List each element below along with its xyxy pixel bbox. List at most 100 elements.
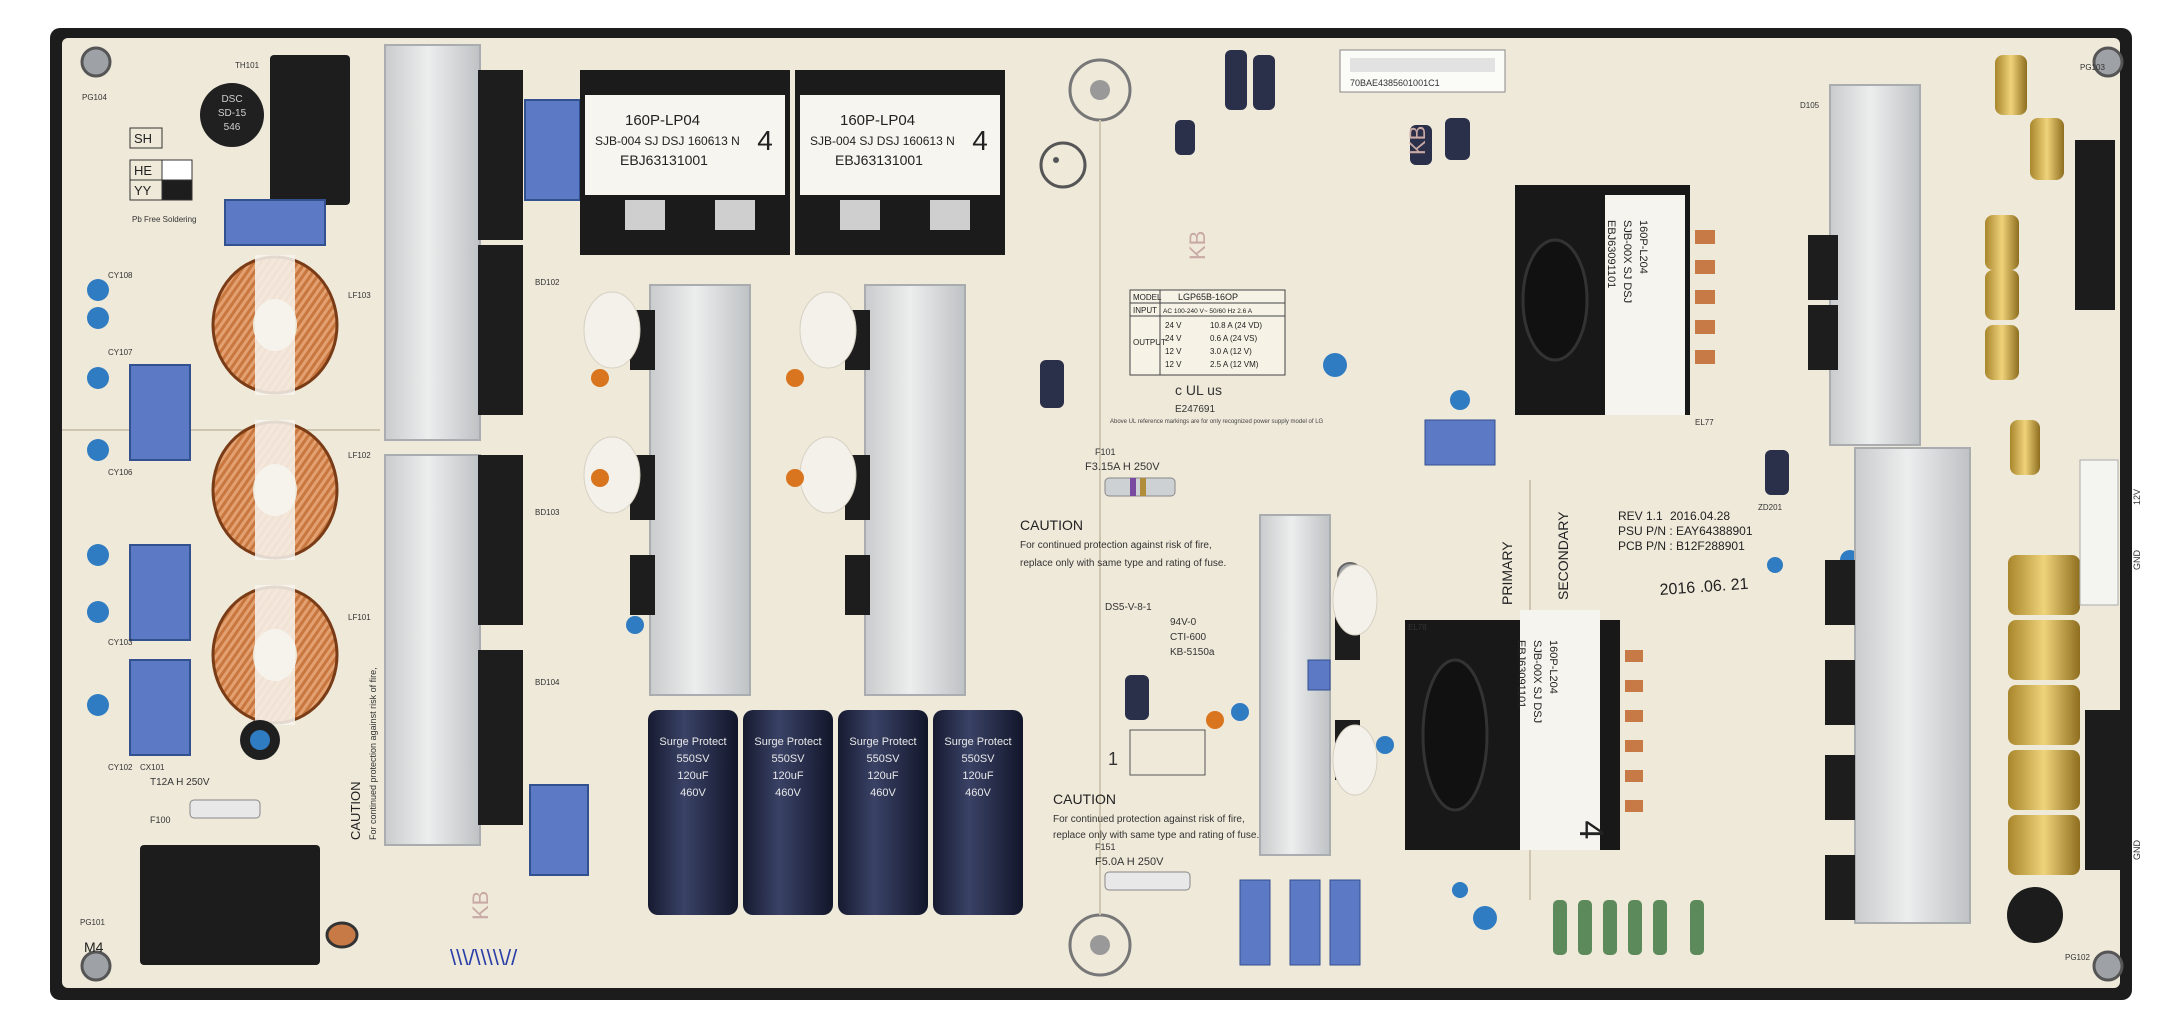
ref-lf103: LF103 bbox=[348, 291, 371, 300]
out-row4-a: 2.5 A (12 VM) bbox=[1210, 360, 1259, 369]
date-stamp: 2016 .06. 21 bbox=[1659, 576, 1749, 599]
cap1-line1: Surge Protect bbox=[659, 736, 726, 748]
connector-white bbox=[2079, 459, 2119, 606]
cap4-line4: 460V bbox=[965, 787, 991, 799]
ref-bd102: BD102 bbox=[535, 278, 560, 287]
cap4-line2: 550SV bbox=[961, 753, 995, 765]
caution-vertical: CAUTION For continued protection against… bbox=[348, 667, 378, 840]
cap4-line3: 120uF bbox=[962, 770, 993, 782]
fuse-f100: T12A H 250V F100 bbox=[150, 777, 261, 825]
secondary-label: SECONDARY bbox=[1555, 511, 1571, 600]
kb-mark-3: KB bbox=[468, 891, 493, 920]
transformer-t151: 160P-L204 SJB-00X SJ DSJ EBJ63091101 4 bbox=[1405, 610, 1643, 850]
cap3-line1: Surge Protect bbox=[849, 736, 916, 748]
out-row3-v: 12 V bbox=[1165, 347, 1182, 356]
psu-pn: PSU P/N : EAY64388901 bbox=[1618, 524, 1753, 538]
side-label-boxes: SH HE YY Pb Free Soldering bbox=[129, 127, 196, 224]
t151-number: 4 bbox=[1572, 821, 1610, 840]
pfc1-number: 4 bbox=[757, 125, 773, 156]
primary-label: PRIMARY bbox=[1499, 541, 1515, 605]
pfc2-text-1: 160P-LP04 bbox=[840, 112, 915, 129]
heatsink-secondary-bottom bbox=[1854, 447, 1971, 924]
kb-mark-2: KB bbox=[1405, 126, 1430, 155]
ref-cy103: CY103 bbox=[108, 638, 133, 647]
lg-logo bbox=[1039, 141, 1087, 189]
ntc-thermistor: DSC SD-15 546 bbox=[200, 83, 264, 147]
common-mode-choke-3 bbox=[211, 585, 339, 725]
bulk-cap-labels: Surge Protect 550SV 120uF 460V Surge Pro… bbox=[659, 736, 1011, 799]
pin-label-gnd-2: GND bbox=[2132, 840, 2142, 861]
fuse-f151: F151 F5.0A H 250V bbox=[1095, 842, 1191, 891]
ref-pg101: PG101 bbox=[80, 918, 105, 927]
out-row1-v: 24 V bbox=[1165, 321, 1182, 330]
t151-text-2: SJB-00X SJ DSJ bbox=[1531, 640, 1543, 723]
caution-block-2: CAUTION For continued protection against… bbox=[1053, 791, 1259, 841]
relay bbox=[270, 55, 350, 205]
caution2-line2: replace only with same type and rating o… bbox=[1053, 830, 1259, 841]
out-row2-a: 0.6 A (24 VS) bbox=[1210, 334, 1257, 343]
t101-text-1: 160P-L204 bbox=[1637, 220, 1649, 274]
revision-info: REV 1.1 2016.04.28 PSU P/N : EAY64388901… bbox=[1618, 509, 1753, 553]
cap2-line2: 550SV bbox=[771, 753, 805, 765]
resistors-bottom bbox=[1553, 900, 1704, 955]
cap3-line2: 550SV bbox=[866, 753, 900, 765]
input-value: AC 100-240 V~ 50/60 Hz 2.6 A bbox=[1163, 308, 1253, 315]
common-mode-choke-2 bbox=[211, 420, 339, 560]
pcb-material: DS5-V-8-1 94V-0 CTI-600 KB-5150a bbox=[1105, 602, 1215, 658]
model-value: LGP65B-16OP bbox=[1178, 292, 1238, 302]
fuse1-rating: F3.15A H 250V bbox=[1085, 461, 1160, 473]
ntc-label-3: 546 bbox=[224, 122, 241, 133]
inductor-l100 bbox=[325, 921, 359, 949]
pin-label-12v: 12V bbox=[2132, 489, 2142, 505]
small-grid-table bbox=[1129, 729, 1206, 776]
ref-cy106: CY106 bbox=[108, 468, 133, 477]
ref-pg104: PG104 bbox=[82, 93, 107, 102]
rev-number: REV 1.1 bbox=[1618, 509, 1663, 523]
cap1-line3: 120uF bbox=[677, 770, 708, 782]
out-row2-v: 24 V bbox=[1165, 334, 1182, 343]
fuse-f101: F101 F3.15A H 250V bbox=[1085, 447, 1176, 497]
x-capacitors-left bbox=[129, 99, 589, 876]
heatsink-primary-left bbox=[384, 44, 481, 846]
ul-number: E247691 bbox=[1175, 404, 1215, 415]
schottky-diodes bbox=[1808, 235, 1855, 920]
t101-text-2: SJB-00X SJ DSJ bbox=[1621, 220, 1633, 303]
ref-hs6: ZD201 bbox=[1758, 503, 1783, 512]
cap1-line4: 460V bbox=[680, 787, 706, 799]
ref-cy102: CY102 bbox=[108, 763, 133, 772]
corner-m4: M4 bbox=[84, 939, 104, 955]
ntc-label-1: DSC bbox=[221, 94, 242, 105]
pfc2-number: 4 bbox=[972, 125, 988, 156]
pcb-material-3: CTI-600 bbox=[1170, 632, 1207, 643]
reference-designators: PG104 PG101 PG102 PG103 CY108 CY107 CY10… bbox=[80, 61, 2105, 962]
pcb-pn: PCB P/N : B12F288901 bbox=[1618, 539, 1745, 553]
out-row1-a: 10.8 A (24 VD) bbox=[1210, 321, 1262, 330]
bridge-rectifiers bbox=[478, 70, 523, 825]
common-mode-choke-1 bbox=[211, 255, 339, 395]
pfc1-text-2: SJB-004 SJ DSJ 160613 N bbox=[595, 134, 740, 148]
connector-p201 bbox=[2075, 140, 2115, 310]
fuse2-rating: F5.0A H 250V bbox=[1095, 856, 1164, 868]
capacitor-c258 bbox=[2007, 887, 2063, 943]
input-label: INPUT bbox=[1133, 306, 1157, 315]
pfc2-text-3: EBJ63131001 bbox=[835, 152, 923, 168]
ul-note: Above UL reference markings are for only… bbox=[1110, 419, 1324, 425]
barcode-sticker: 70BAE4385601001C1 bbox=[1339, 49, 1506, 93]
x-capacitors-bottom bbox=[1239, 419, 1496, 966]
label-yy: YY bbox=[134, 183, 152, 198]
big-one-mark: 1 bbox=[1108, 749, 1118, 769]
cap2-line4: 460V bbox=[775, 787, 801, 799]
model-rating-table: MODEL LGP65B-16OP INPUT AC 100-240 V~ 50… bbox=[1129, 289, 1286, 376]
rev-date: 2016.04.28 bbox=[1670, 509, 1730, 523]
output-capacitors-gold bbox=[1985, 55, 2080, 875]
pfc1-text-3: EBJ63131001 bbox=[620, 152, 708, 168]
model-label: MODEL bbox=[1133, 293, 1162, 302]
ref-bd103: BD103 bbox=[535, 508, 560, 517]
ref-cx101: CX101 bbox=[140, 763, 165, 772]
ul-mark: c UL us bbox=[1175, 382, 1222, 398]
fuse2-ref: F151 bbox=[1095, 842, 1116, 852]
thermal-goo bbox=[583, 291, 857, 514]
pcb-material-2: 94V-0 bbox=[1170, 617, 1197, 628]
cap2-line3: 120uF bbox=[772, 770, 803, 782]
